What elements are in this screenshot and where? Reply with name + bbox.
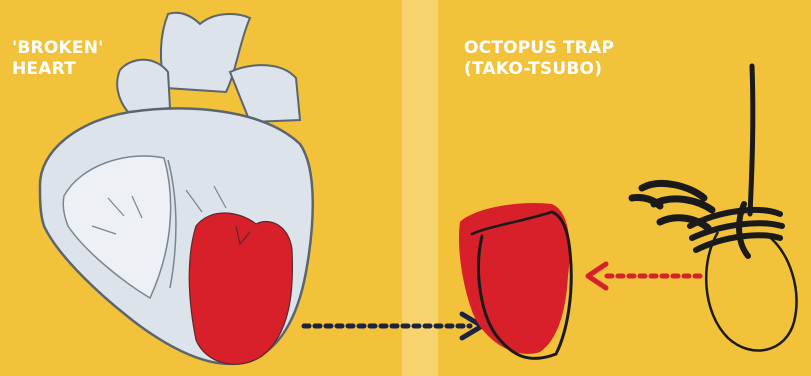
left-title-line-2: HEART xyxy=(12,59,104,80)
rope-knot xyxy=(690,204,782,256)
octopus-tentacles xyxy=(632,183,712,228)
pulmonary-vessel xyxy=(117,60,170,112)
trap-loop xyxy=(706,232,796,351)
navy-arrow xyxy=(304,314,482,338)
red-arrow xyxy=(588,264,700,288)
right-title-line-1: OCTOPUS TRAP xyxy=(464,38,614,59)
trap-sketch xyxy=(632,66,796,351)
octopus-pot xyxy=(459,203,571,358)
right-title-line-2: (TAKO-TSUBO) xyxy=(464,59,614,80)
left-panel-title: 'BROKEN' HEART xyxy=(12,38,104,80)
rope-line xyxy=(750,66,753,214)
left-title-line-1: 'BROKEN' xyxy=(12,38,104,59)
right-vessel xyxy=(230,65,300,122)
red-arrow-head xyxy=(588,264,606,288)
right-panel-title: OCTOPUS TRAP (TAKO-TSUBO) xyxy=(464,38,614,80)
